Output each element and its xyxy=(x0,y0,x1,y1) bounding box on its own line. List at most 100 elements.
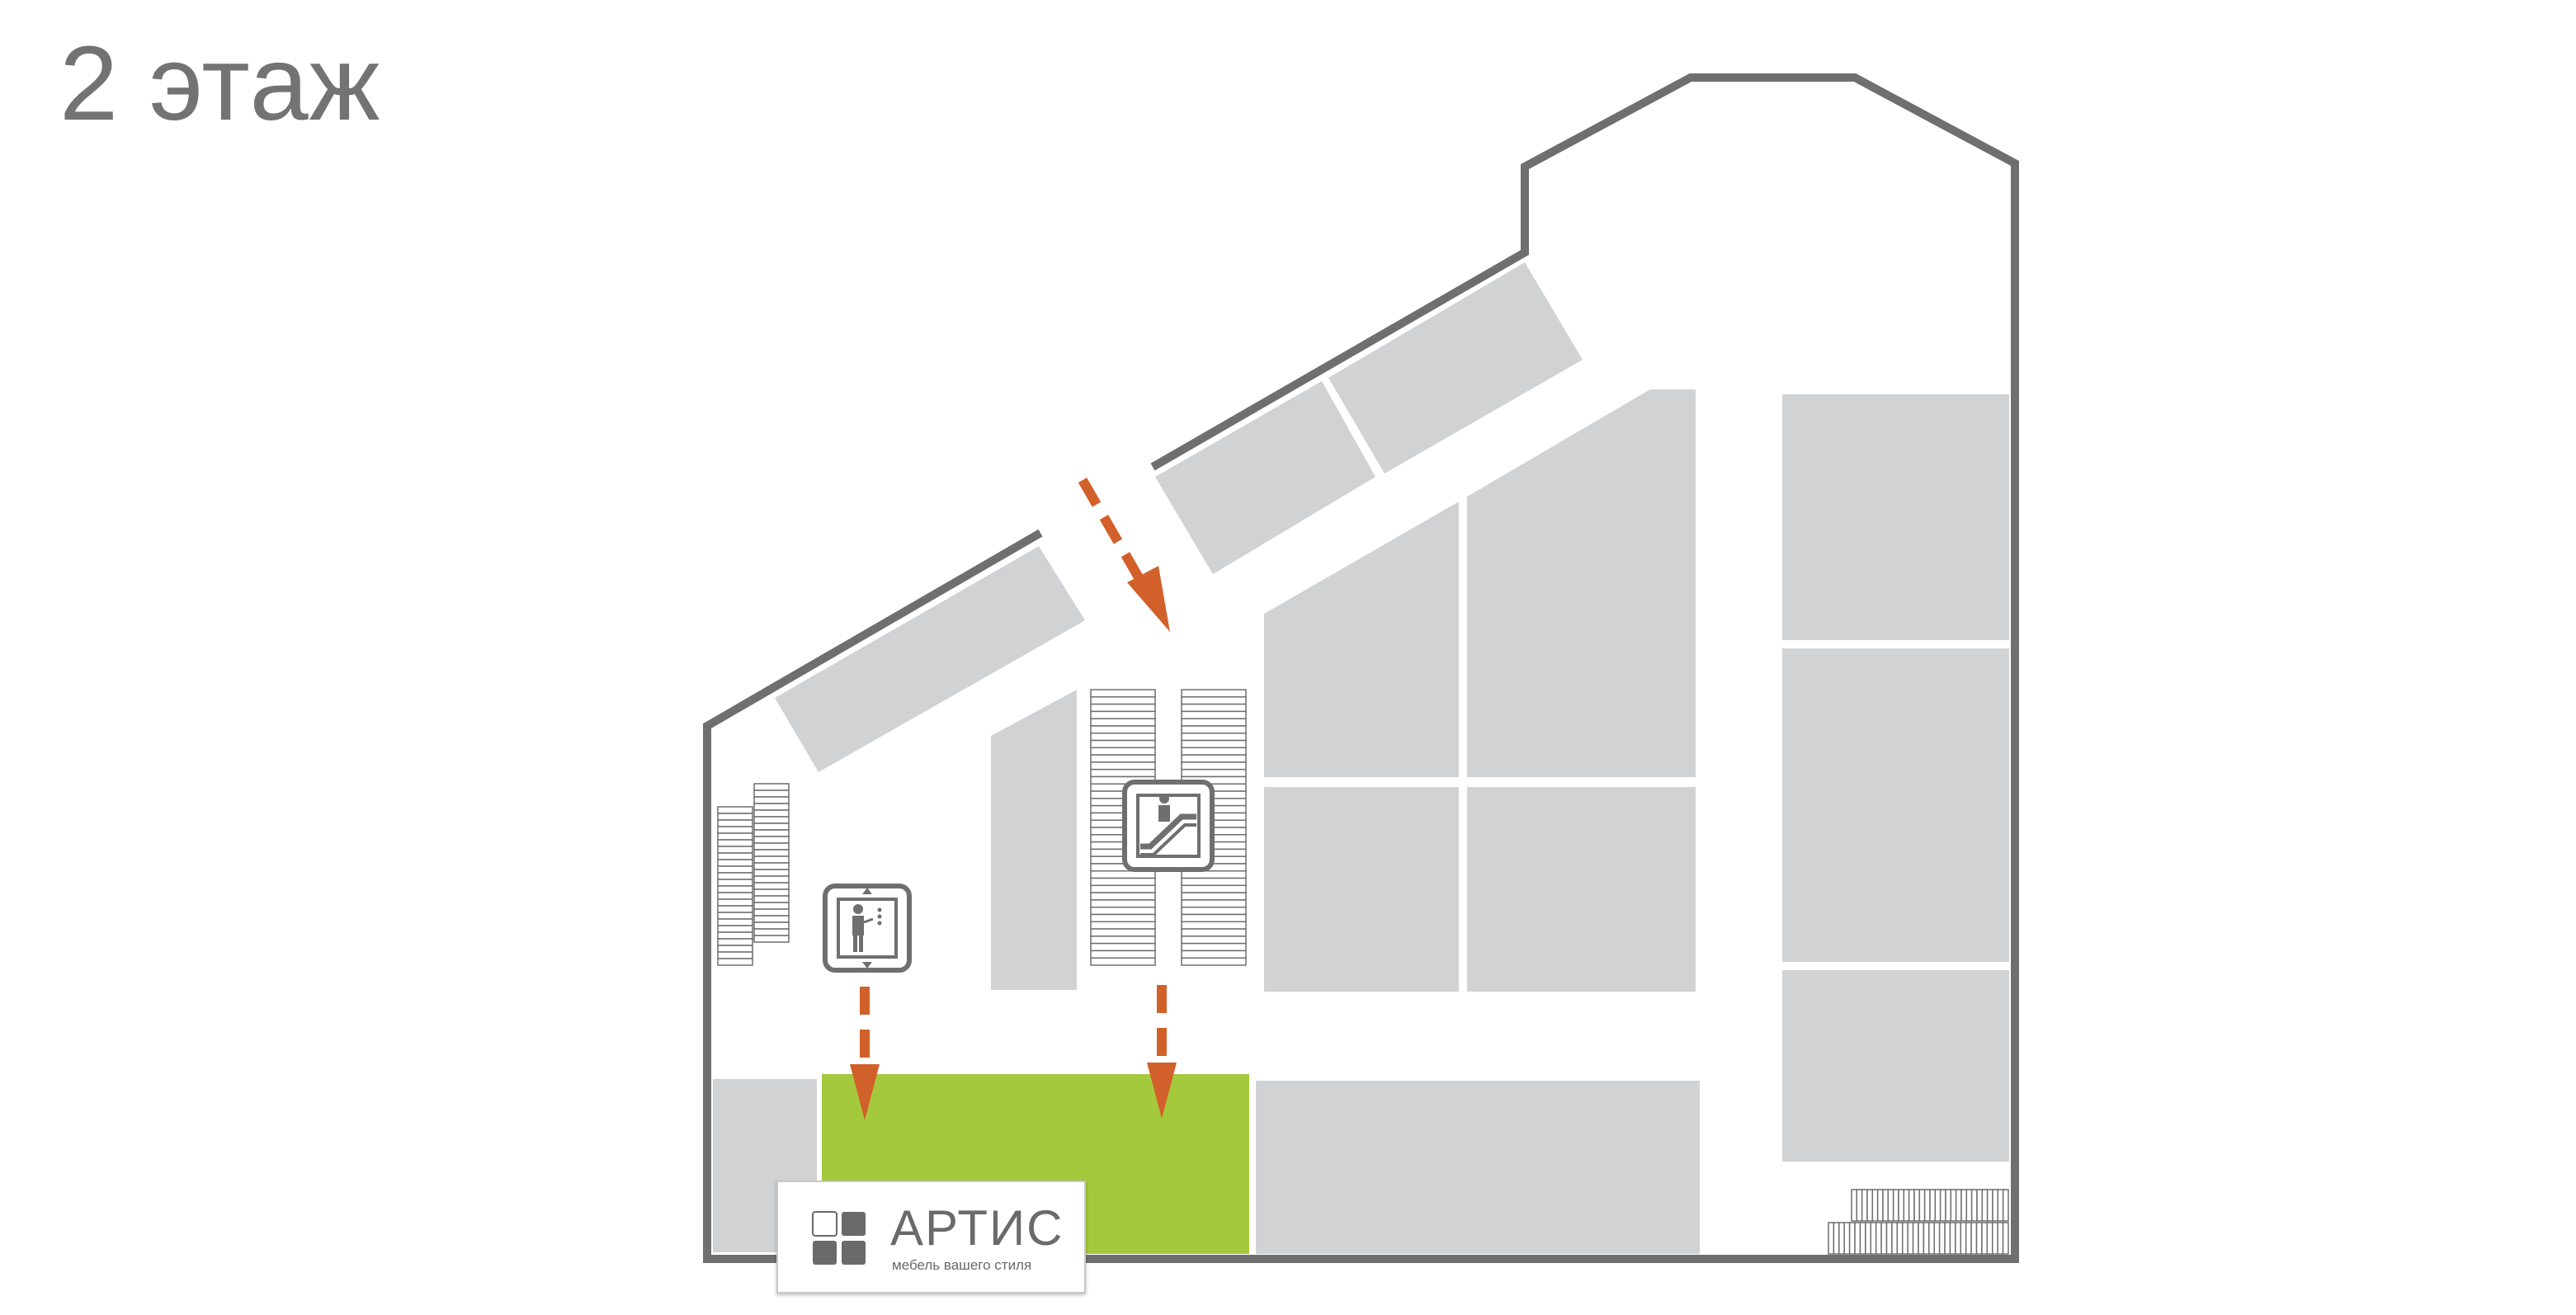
stair-step xyxy=(1090,739,1156,749)
stair-step xyxy=(1986,1189,1993,1222)
stair-step xyxy=(753,875,790,884)
floor-title: 2 этаж xyxy=(59,25,381,143)
stair-step xyxy=(753,796,790,804)
stair-step xyxy=(717,945,753,953)
stair-step xyxy=(1892,1189,1899,1222)
stair-step xyxy=(1955,1222,1962,1255)
stair-step xyxy=(753,869,790,877)
shop-unit-south-center[interactable] xyxy=(1256,1081,1700,1254)
stair-step xyxy=(1912,1222,1919,1255)
stair-step xyxy=(1949,1222,1956,1255)
stair-step xyxy=(1981,1189,1989,1222)
stair-step xyxy=(1955,1189,1962,1222)
stair-step xyxy=(1181,725,1247,734)
stair-step xyxy=(1923,1222,1930,1255)
stair-step xyxy=(717,898,753,907)
shop-unit-east-2[interactable] xyxy=(1782,648,2009,962)
stair-step xyxy=(1986,1222,1993,1255)
stair-step xyxy=(1181,936,1247,945)
stair-step xyxy=(1090,957,1156,966)
stair-step xyxy=(1181,928,1247,937)
stair-step xyxy=(1181,696,1247,705)
stair-step xyxy=(1880,1222,1888,1255)
stair-step xyxy=(753,789,790,798)
store-tagline: мебель вашего стиля xyxy=(892,1257,1032,1273)
shop-unit-north-diagonal-a[interactable] xyxy=(1155,381,1375,574)
stair-step xyxy=(1896,1222,1904,1255)
stair-step xyxy=(1181,768,1247,778)
stair-step xyxy=(717,958,753,966)
stair-step xyxy=(1090,703,1156,713)
stair-step xyxy=(1870,1222,1877,1255)
stair-step xyxy=(2002,1189,2009,1222)
route-arrow-entrance-head xyxy=(1127,566,1170,632)
stair-step xyxy=(717,912,753,920)
stair-step xyxy=(1997,1222,2004,1255)
stair-step xyxy=(1828,1222,1835,1255)
stair-step xyxy=(1859,1222,1866,1255)
stair-step xyxy=(1843,1222,1851,1255)
stair-step xyxy=(1960,1222,1967,1255)
shop-unit-center-north-right[interactable] xyxy=(1467,389,1696,777)
route-arrow-escalator-head xyxy=(1147,1063,1177,1119)
stair-step xyxy=(753,935,790,943)
stair-step xyxy=(753,862,790,870)
stair-step xyxy=(1090,942,1156,952)
stair-step xyxy=(717,951,753,959)
stair-step xyxy=(1181,739,1247,749)
stair-step xyxy=(1923,1189,1931,1222)
shop-unit-small-west[interactable] xyxy=(991,690,1077,990)
stair-step xyxy=(1090,913,1156,923)
stair-step xyxy=(1181,957,1247,966)
stair-step xyxy=(1181,689,1247,698)
escalator-icon[interactable] xyxy=(1122,780,1215,872)
stair-step xyxy=(2002,1222,2009,1255)
stair-step xyxy=(1929,1189,1937,1222)
stair-step xyxy=(1976,1189,1984,1222)
stair-step xyxy=(753,809,790,818)
store-label-card[interactable]: АРТИС мебель вашего стиля xyxy=(776,1181,1086,1294)
stairs-west xyxy=(717,806,753,966)
stair-step xyxy=(1992,1222,1998,1255)
stairs-south-east-lower xyxy=(1828,1222,2009,1255)
stair-step xyxy=(753,855,790,864)
stair-step xyxy=(1965,1222,1972,1255)
stair-step xyxy=(717,865,753,874)
artis-logo-icon xyxy=(812,1211,866,1265)
elevator-icon[interactable] xyxy=(823,884,912,973)
shop-unit-center-north-left[interactable] xyxy=(1264,502,1459,777)
stair-step xyxy=(753,822,790,831)
stair-step xyxy=(1918,1222,1925,1255)
stair-step xyxy=(1970,1189,1978,1222)
shop-unit-north-diagonal-b[interactable] xyxy=(1328,262,1583,474)
stair-step xyxy=(1885,1222,1893,1255)
stairs-south-east-upper xyxy=(1851,1189,2009,1222)
stair-step xyxy=(1997,1189,2004,1222)
stair-step xyxy=(753,816,790,824)
stair-step xyxy=(753,928,790,936)
stair-step xyxy=(1181,703,1247,713)
stair-step xyxy=(1090,747,1156,756)
stair-step xyxy=(1181,921,1247,930)
stair-step xyxy=(717,859,753,867)
stair-step xyxy=(753,836,790,844)
shop-unit-west-diagonal[interactable] xyxy=(775,546,1085,772)
stair-step xyxy=(1090,754,1156,763)
store-name: АРТИС xyxy=(890,1200,1064,1256)
stair-step xyxy=(753,829,790,837)
stair-step xyxy=(1918,1189,1926,1222)
shop-unit-center-south-left[interactable] xyxy=(1264,787,1459,992)
shop-unit-east-3[interactable] xyxy=(1782,970,2009,1162)
stair-step xyxy=(1090,689,1156,698)
stair-step xyxy=(1882,1189,1890,1222)
stair-step xyxy=(1898,1189,1905,1222)
stair-step xyxy=(717,813,753,821)
shop-unit-east-1[interactable] xyxy=(1782,394,2009,640)
stair-step xyxy=(1861,1189,1868,1222)
stair-step xyxy=(1854,1222,1861,1255)
stair-step xyxy=(1181,906,1247,916)
stair-step xyxy=(1090,725,1156,734)
stair-step xyxy=(1970,1222,1978,1255)
shop-unit-center-south-right[interactable] xyxy=(1467,787,1696,992)
